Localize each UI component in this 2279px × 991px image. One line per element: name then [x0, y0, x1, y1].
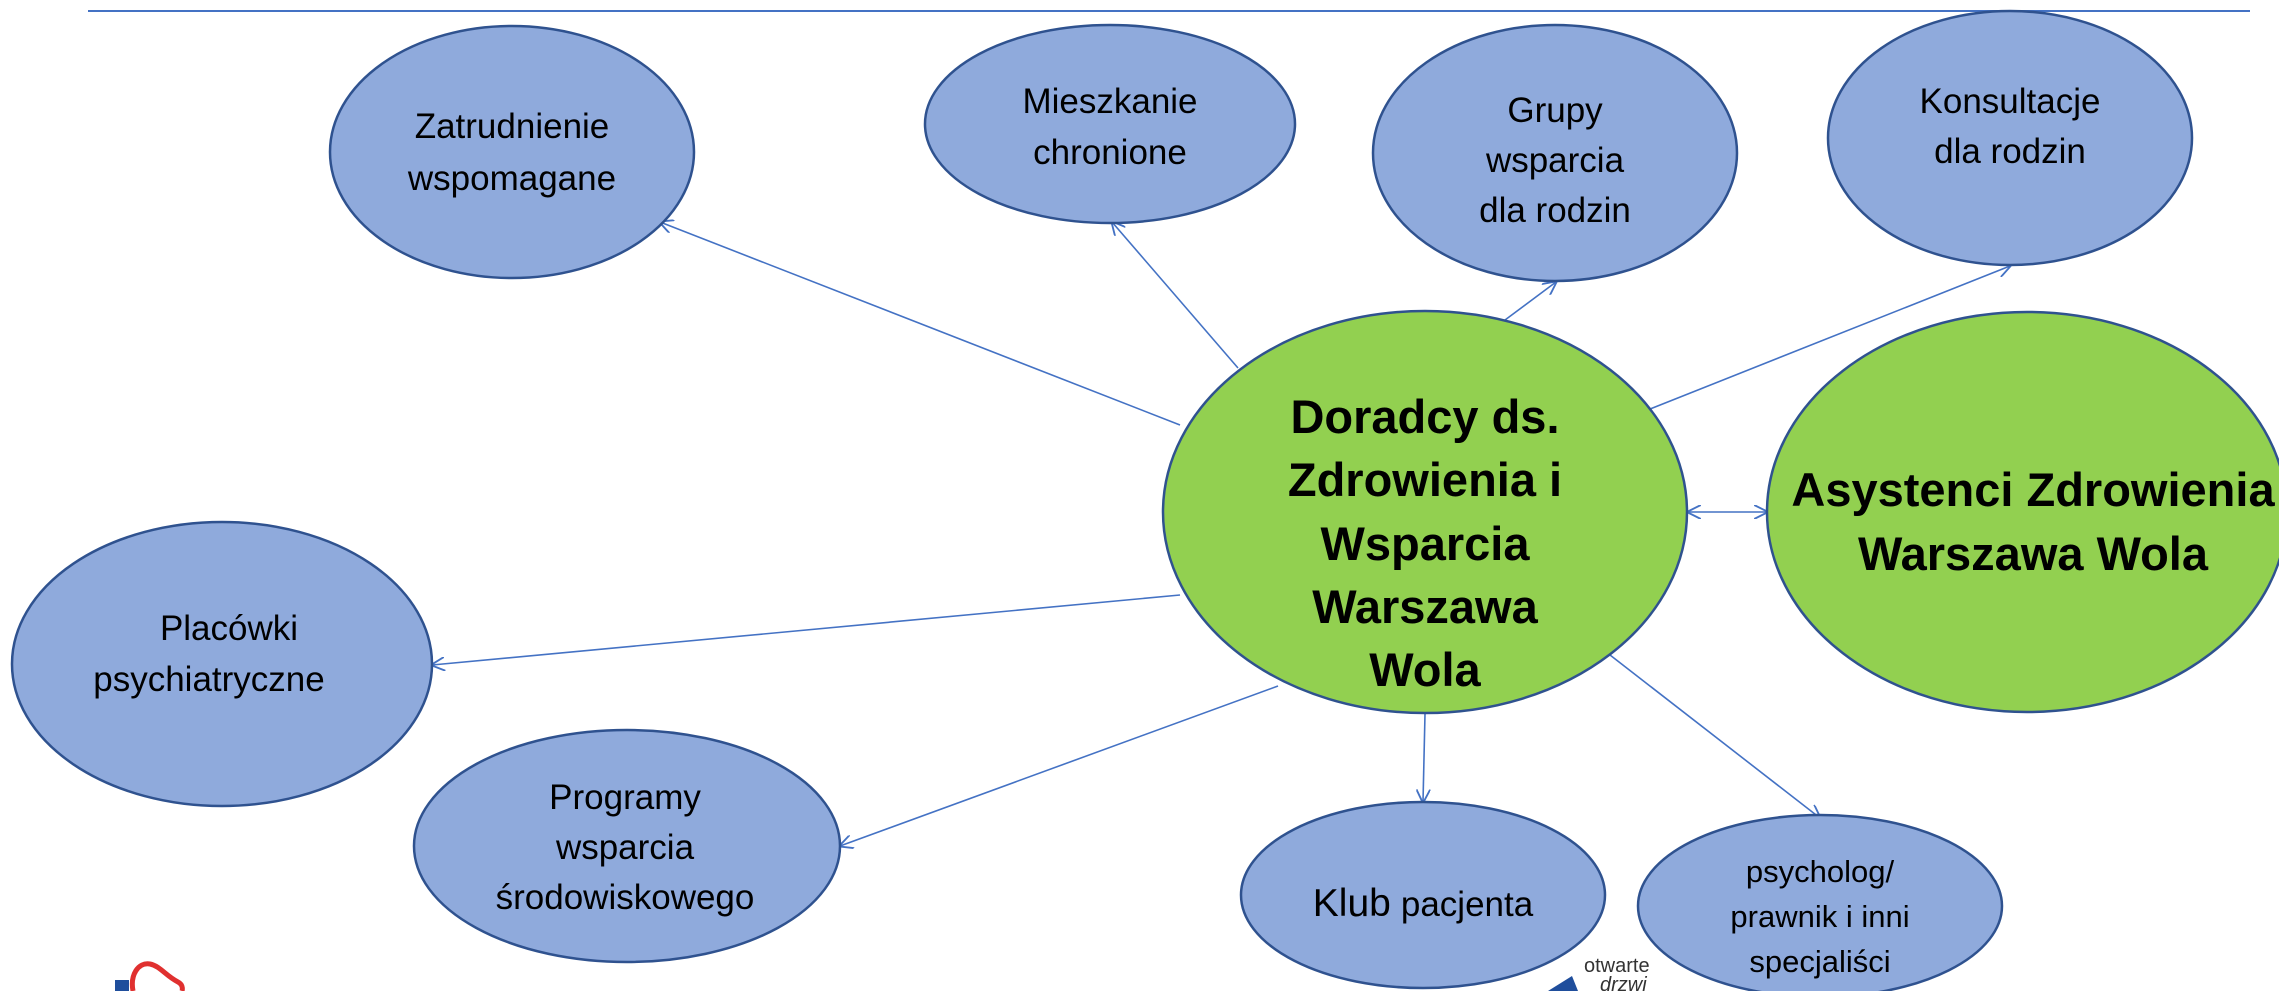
- klub-label-main: Klub: [1313, 882, 1391, 925]
- connector-grupy: [1504, 282, 1556, 321]
- connector-placowki: [432, 594, 1181, 665]
- node-label-line: psychiatryczne: [93, 660, 324, 699]
- logo-text-bottom: drzwi: [1600, 974, 1647, 991]
- node-klub: Klub pacjenta: [1239, 800, 1607, 990]
- node-label-line: specjaliści: [1749, 944, 1890, 979]
- node-label-line: środowiskowego: [496, 878, 755, 917]
- node-programy: Programy wsparcia środowiskowego: [412, 728, 842, 964]
- node-label-line: Mieszkanie: [1022, 82, 1197, 121]
- node-label-line: Placówki: [160, 609, 298, 648]
- node-label-line: prawnik i inni: [1730, 899, 1909, 934]
- connector-klub: [1423, 713, 1425, 802]
- node-label-line: dla rodzin: [1934, 132, 2086, 171]
- node-label-line: Konsultacje: [1920, 82, 2101, 121]
- otwarte-drzwi-logo: otwarte drzwi: [1548, 955, 1650, 991]
- node-label-line: Grupy: [1507, 91, 1603, 130]
- center-label-line: Wola: [1369, 643, 1481, 696]
- center-label-line: Warszawa: [1312, 580, 1538, 633]
- node-center-doradcy: Doradcy ds. Zdrowienia i Wsparcia Warsza…: [1161, 309, 1689, 715]
- node-konsultacje: Konsultacje dla rodzin: [1826, 9, 2194, 267]
- connector-psycholog: [1609, 654, 1820, 818]
- node-label-line: dla rodzin: [1479, 191, 1631, 230]
- connector-konsultacje: [1639, 266, 2010, 414]
- node-label-line: Klub pacjenta: [1313, 882, 1534, 925]
- node-zatrudnienie: Zatrudnienie wspomagane: [328, 24, 696, 280]
- node-label-line: Asystenci Zdrowienia: [1791, 463, 2275, 516]
- connector-zatrudnienie: [660, 222, 1181, 426]
- center-label-line: Wsparcia: [1321, 517, 1531, 570]
- node-label-line: Warszawa Wola: [1858, 527, 2209, 580]
- node-psycholog: psycholog/ prawnik i inni specjaliści: [1636, 813, 2004, 991]
- node-label-line: Programy: [549, 778, 701, 817]
- center-label-line: Zdrowienia i: [1288, 453, 1562, 506]
- klub-label-rest: pacjenta: [1401, 885, 1534, 924]
- node-mieszkanie: Mieszkanie chronione: [923, 23, 1297, 225]
- node-label-line: chronione: [1033, 133, 1187, 172]
- center-label-line: Doradcy ds.: [1290, 390, 1559, 443]
- node-label-line: psycholog/: [1746, 854, 1895, 889]
- node-asystenci: Asystenci Zdrowienia Warszawa Wola: [1765, 310, 2279, 714]
- connector-group: [432, 222, 2010, 846]
- organization-logo: [115, 961, 185, 991]
- connector-programy: [840, 685, 1279, 846]
- connector-mieszkanie: [1112, 222, 1239, 369]
- node-placowki: Placówki psychiatryczne: [10, 520, 434, 808]
- logo-text-top: otwarte: [1584, 955, 1650, 977]
- node-label-line: Zatrudnienie: [415, 107, 610, 146]
- node-label-line: wsparcia: [1485, 141, 1625, 180]
- node-label-line: wsparcia: [555, 828, 695, 867]
- node-grupy: Grupy wsparcia dla rodzin: [1371, 23, 1739, 283]
- node-label-line: wspomagane: [407, 159, 616, 198]
